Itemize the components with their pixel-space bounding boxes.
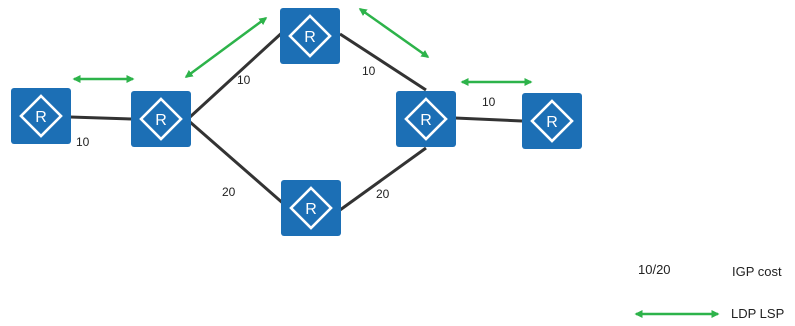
link-cost-r4-r5: 20 — [376, 187, 390, 201]
ldp-lsp-arrow-r2-r3 — [184, 16, 268, 79]
link-r4-r5 — [339, 146, 427, 212]
router-icon — [396, 91, 456, 147]
link-r3-r5 — [339, 32, 427, 92]
router-r2-label: R — [155, 112, 167, 129]
link-cost-r2-r3: 10 — [237, 73, 251, 87]
router-icon — [522, 93, 582, 149]
router-icon — [281, 180, 341, 236]
router-r4: R — [281, 180, 341, 236]
link-cost-r3-r5: 10 — [362, 64, 376, 78]
link-cost-r5-r6: 10 — [482, 95, 496, 109]
link-cost-r2-r4: 20 — [222, 185, 236, 199]
router-icon — [131, 91, 191, 147]
link-r2-r4 — [189, 120, 286, 207]
link-cost-r1-r2: 10 — [76, 135, 90, 149]
legend-cost-sample: 10/20 — [638, 262, 671, 277]
router-r4-label: R — [305, 201, 317, 218]
router-r3: R — [280, 8, 340, 64]
ldp-lsp-arrow-r3-r5 — [358, 7, 430, 59]
router-icon — [11, 88, 71, 144]
router-r1-label: R — [35, 109, 47, 126]
link-r1-r2 — [69, 115, 133, 121]
router-icon — [280, 8, 340, 64]
router-r6-label: R — [546, 114, 558, 131]
legend-lsp-label: LDP LSP — [731, 306, 784, 321]
legend-cost-label: IGP cost — [732, 264, 782, 279]
link-r5-r6 — [454, 116, 523, 123]
router-r5-label: R — [420, 112, 432, 129]
router-r6: R — [522, 93, 582, 149]
router-r3-label: R — [304, 29, 316, 46]
router-r5: R — [396, 91, 456, 147]
legend: 10/20 IGP cost LDP LSP — [634, 262, 784, 321]
router-r2: R — [131, 91, 191, 147]
router-r1: R — [11, 88, 71, 144]
